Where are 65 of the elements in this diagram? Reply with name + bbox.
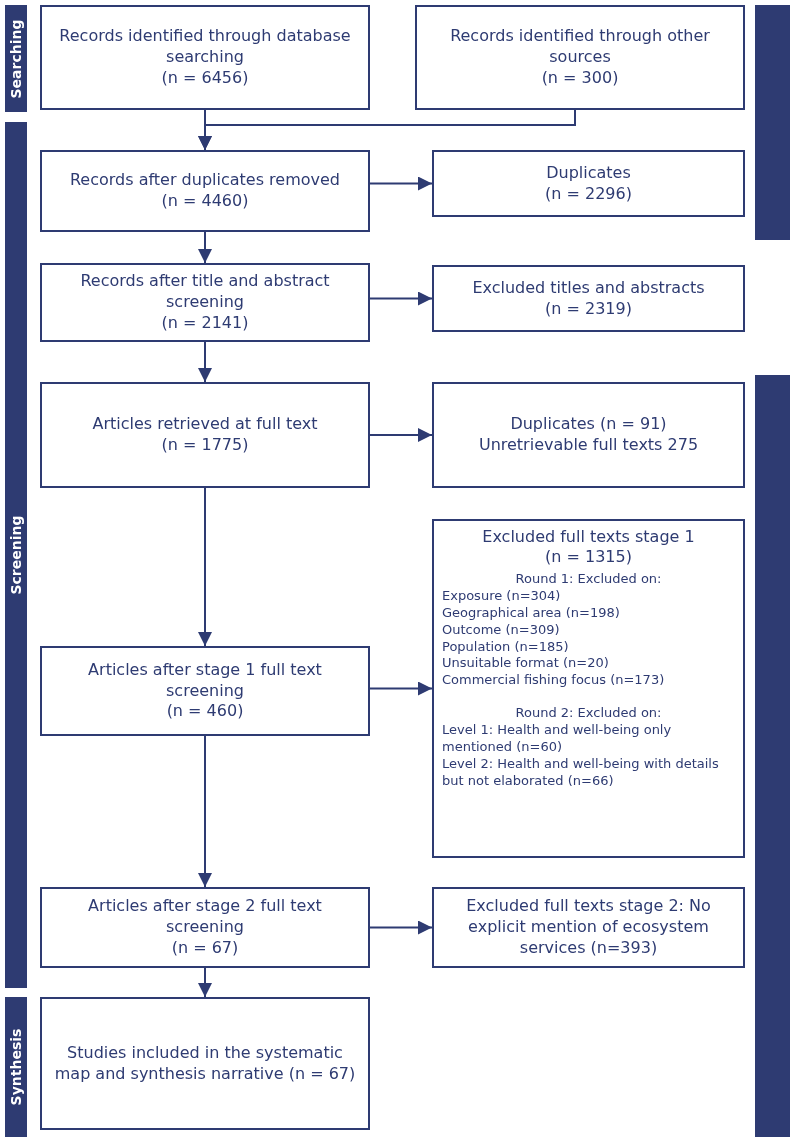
arrow [369,428,433,442]
stage-band [5,122,27,988]
process-box [40,150,370,232]
stage-label: Synthesis [8,1028,24,1106]
box-text: Records identified through database searching [58,26,352,68]
arrow [198,341,212,383]
process-box [432,382,745,488]
stage-band [755,5,790,240]
stage-band [5,997,27,1137]
count-text: (n = 2319) [545,298,632,320]
exclusion-reason: Outcome (n=309) [442,621,561,639]
box-text: Duplicates (n = 91) [510,414,667,435]
process-box [432,887,745,968]
arrow [369,291,433,306]
arrow [198,487,212,647]
stage-band [755,375,790,1137]
arrow [198,735,212,888]
box-text: Studies included in the systematic map and synthesis narrative (n = 67) [53,1042,357,1085]
process-box [40,382,370,488]
exclusion-reason: Level 2: Health and well-being with details but not elaborated (n=66) [442,755,720,790]
round-heading: Round 1: Excluded on: [515,571,662,588]
box-text: Articles after stage 1 full text screening [87,659,323,702]
count-text: (n = 2296) [545,183,632,205]
stage-label: Screening [8,515,24,595]
arrow [369,681,433,696]
box-text: Excluded full texts stage 2: No explicit mention of ecosystem services (n=393) [465,896,712,959]
exclusion-reason: Unsuitable format (n=20) [442,655,610,673]
box-text: Excluded titles and abstracts [472,277,705,299]
box-text: Articles retrieved at full text [92,414,318,435]
count-text: (n = 300) [541,67,619,89]
count-text: (n = 2141) [161,312,249,334]
count-text: (n = 67) [171,937,239,959]
process-box [40,887,370,968]
arrow [198,231,212,264]
arrow [198,109,576,151]
exclusion-box [432,519,745,858]
process-box [40,263,370,342]
box-heading: Excluded full texts stage 1 (n = 1315) [481,527,696,567]
arrow [369,920,433,935]
count-text: (n = 4460) [161,191,249,212]
box-text: Articles after stage 2 full text screening [87,896,323,938]
box-text: Records after duplicates removed [69,170,340,191]
stage-band [5,5,27,112]
process-box [40,997,370,1130]
stage-label: Searching [8,19,24,98]
round-heading: Round 2: Excluded on: [515,705,662,723]
box-text: Records after title and abstract screening [79,271,331,313]
exclusion-reason: Exposure (n=304) [442,587,562,605]
box-text: Records identified through other sources [449,26,711,68]
count-text: Unretrievable full texts 275 [478,435,699,456]
process-box [40,5,370,110]
count-text: (n = 460) [166,701,244,723]
box-text: Duplicates [546,162,631,184]
process-box [432,265,745,332]
process-box [432,150,745,217]
process-box [415,5,745,110]
exclusion-reason: Level 1: Health and well-being only mentioned (n=60) [442,722,673,756]
process-box [40,646,370,736]
count-text: (n = 6456) [161,67,249,89]
arrow [198,967,212,998]
exclusion-reason: Geographical area (n=198) [442,604,621,622]
exclusion-reason: Commercial fishing focus (n=173) [442,672,666,690]
count-text: (n = 1775) [161,435,249,456]
exclusion-reason: Population (n=185) [442,638,570,656]
arrow [369,176,433,191]
